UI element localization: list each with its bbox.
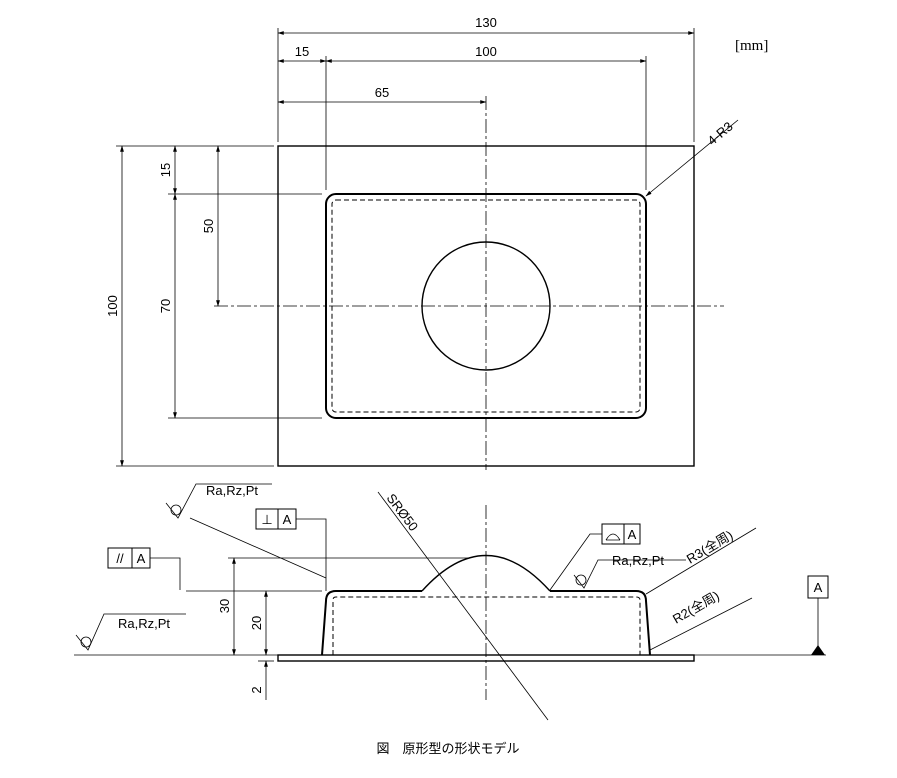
dimension-100-vertical: 100 xyxy=(105,145,124,467)
dim-130-label: 130 xyxy=(475,15,497,30)
side-view xyxy=(74,505,826,700)
perpendicularity-symbol: ⊥ xyxy=(261,512,272,527)
dim-70-label: 70 xyxy=(158,299,173,313)
sphere-radius-label: SRØ50 xyxy=(384,491,422,534)
corner-radius-label: 4-R3 xyxy=(704,119,735,149)
dim-50-label: 50 xyxy=(201,219,216,233)
dimension-2: 2 xyxy=(249,660,268,700)
fillet-r3-label: R3(全周) xyxy=(684,527,736,566)
boss-hidden-line xyxy=(332,596,641,655)
fillet-r2-leader: R2(全周) xyxy=(649,588,753,651)
roughness-right-label: Ra,Rz,Pt xyxy=(612,553,664,568)
perpendicularity-datum: A xyxy=(283,512,292,527)
dimension-20: 20 xyxy=(249,590,268,656)
roughness-top-label: Ra,Rz,Pt xyxy=(206,483,258,498)
dimension-100-horizontal: 100 xyxy=(325,44,647,63)
dimension-15-horizontal: 15 xyxy=(277,44,327,63)
parallelism-frame: // A xyxy=(107,547,181,590)
dim-30-label: 30 xyxy=(217,599,232,613)
roughness-symbol-right: Ra,Rz,Pt xyxy=(573,553,686,589)
fillet-r2-label: R2(全周) xyxy=(670,588,722,627)
dimension-130: 130 xyxy=(277,15,695,35)
profile-datum: A xyxy=(628,527,637,542)
profile-frame: A xyxy=(549,523,641,591)
dim-65-label: 65 xyxy=(375,85,389,100)
dim-20-label: 20 xyxy=(249,616,264,630)
dimension-50-vertical: 50 xyxy=(201,145,220,307)
perpendicularity-frame: ⊥ A xyxy=(255,508,327,591)
dim-15-v-label: 15 xyxy=(158,163,173,177)
figure-caption: 図 原形型の形状モデル xyxy=(376,741,519,757)
unit-label: [mm] xyxy=(735,38,768,54)
corner-radius-leader: 4-R3 xyxy=(645,119,739,197)
top-view xyxy=(214,96,724,470)
roughness-symbol-left: Ra,Rz,Pt xyxy=(75,613,186,651)
dimension-30: 30 xyxy=(217,557,236,656)
dim-100-v-label: 100 xyxy=(105,295,120,317)
parallelism-symbol: // xyxy=(116,551,124,566)
dimension-65: 65 xyxy=(277,85,487,104)
dim-100-h-label: 100 xyxy=(475,44,497,59)
dim-15-h-label: 15 xyxy=(295,44,309,59)
datum-a-symbol: A xyxy=(807,575,829,655)
dim-2-label: 2 xyxy=(249,686,264,693)
left-extension-lines xyxy=(116,145,322,467)
dimension-70-vertical: 70 xyxy=(158,193,177,419)
datum-a-label: A xyxy=(814,580,823,595)
top-extension-lines xyxy=(277,28,695,190)
roughness-left-label: Ra,Rz,Pt xyxy=(118,616,170,631)
parallelism-datum: A xyxy=(137,551,146,566)
dimension-15-vertical: 15 xyxy=(158,145,177,195)
sphere-radius-leader: SRØ50 xyxy=(377,491,549,721)
boss-outline xyxy=(321,590,651,656)
roughness-symbol-top: Ra,Rz,Pt xyxy=(165,483,327,579)
